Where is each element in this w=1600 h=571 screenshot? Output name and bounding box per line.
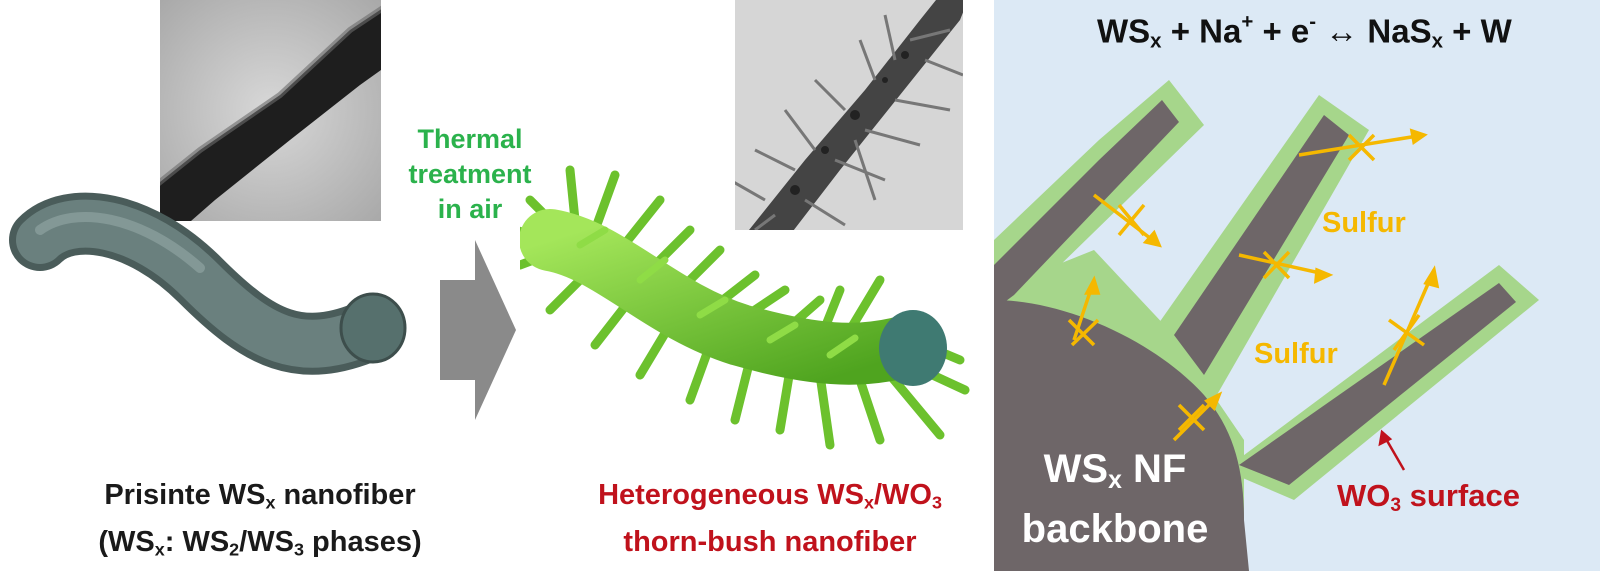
pristine-nanofiber-caption: Prisinte WSx nanofiber (WSx: WS2/WS3 pha…	[98, 479, 422, 560]
process-arrow	[440, 240, 516, 420]
mechanism-panel	[994, 0, 1600, 571]
wo3-surface-label: WO3 surface	[1337, 478, 1520, 516]
tem-image-pristine	[160, 0, 381, 221]
pristine-nanofiber-illustration	[9, 192, 407, 375]
sulfur-label-middle: Sulfur	[1254, 338, 1338, 370]
thorn-bush-nanofiber-illustration	[520, 165, 970, 450]
reaction-equation: WSx + Na+ + e- ↔ NaSx + W	[1097, 10, 1512, 53]
thermal-treatment-label: Thermal treatment in air	[408, 124, 532, 224]
tem-image-thorn-bush	[735, 0, 963, 230]
sulfur-label-top: Sulfur	[1322, 207, 1406, 239]
backbone-label: WSx NF backbone	[1021, 447, 1209, 552]
thorn-bush-nanofiber-caption: Heterogeneous WSx/WO3 thorn-bush nanofib…	[598, 479, 942, 559]
